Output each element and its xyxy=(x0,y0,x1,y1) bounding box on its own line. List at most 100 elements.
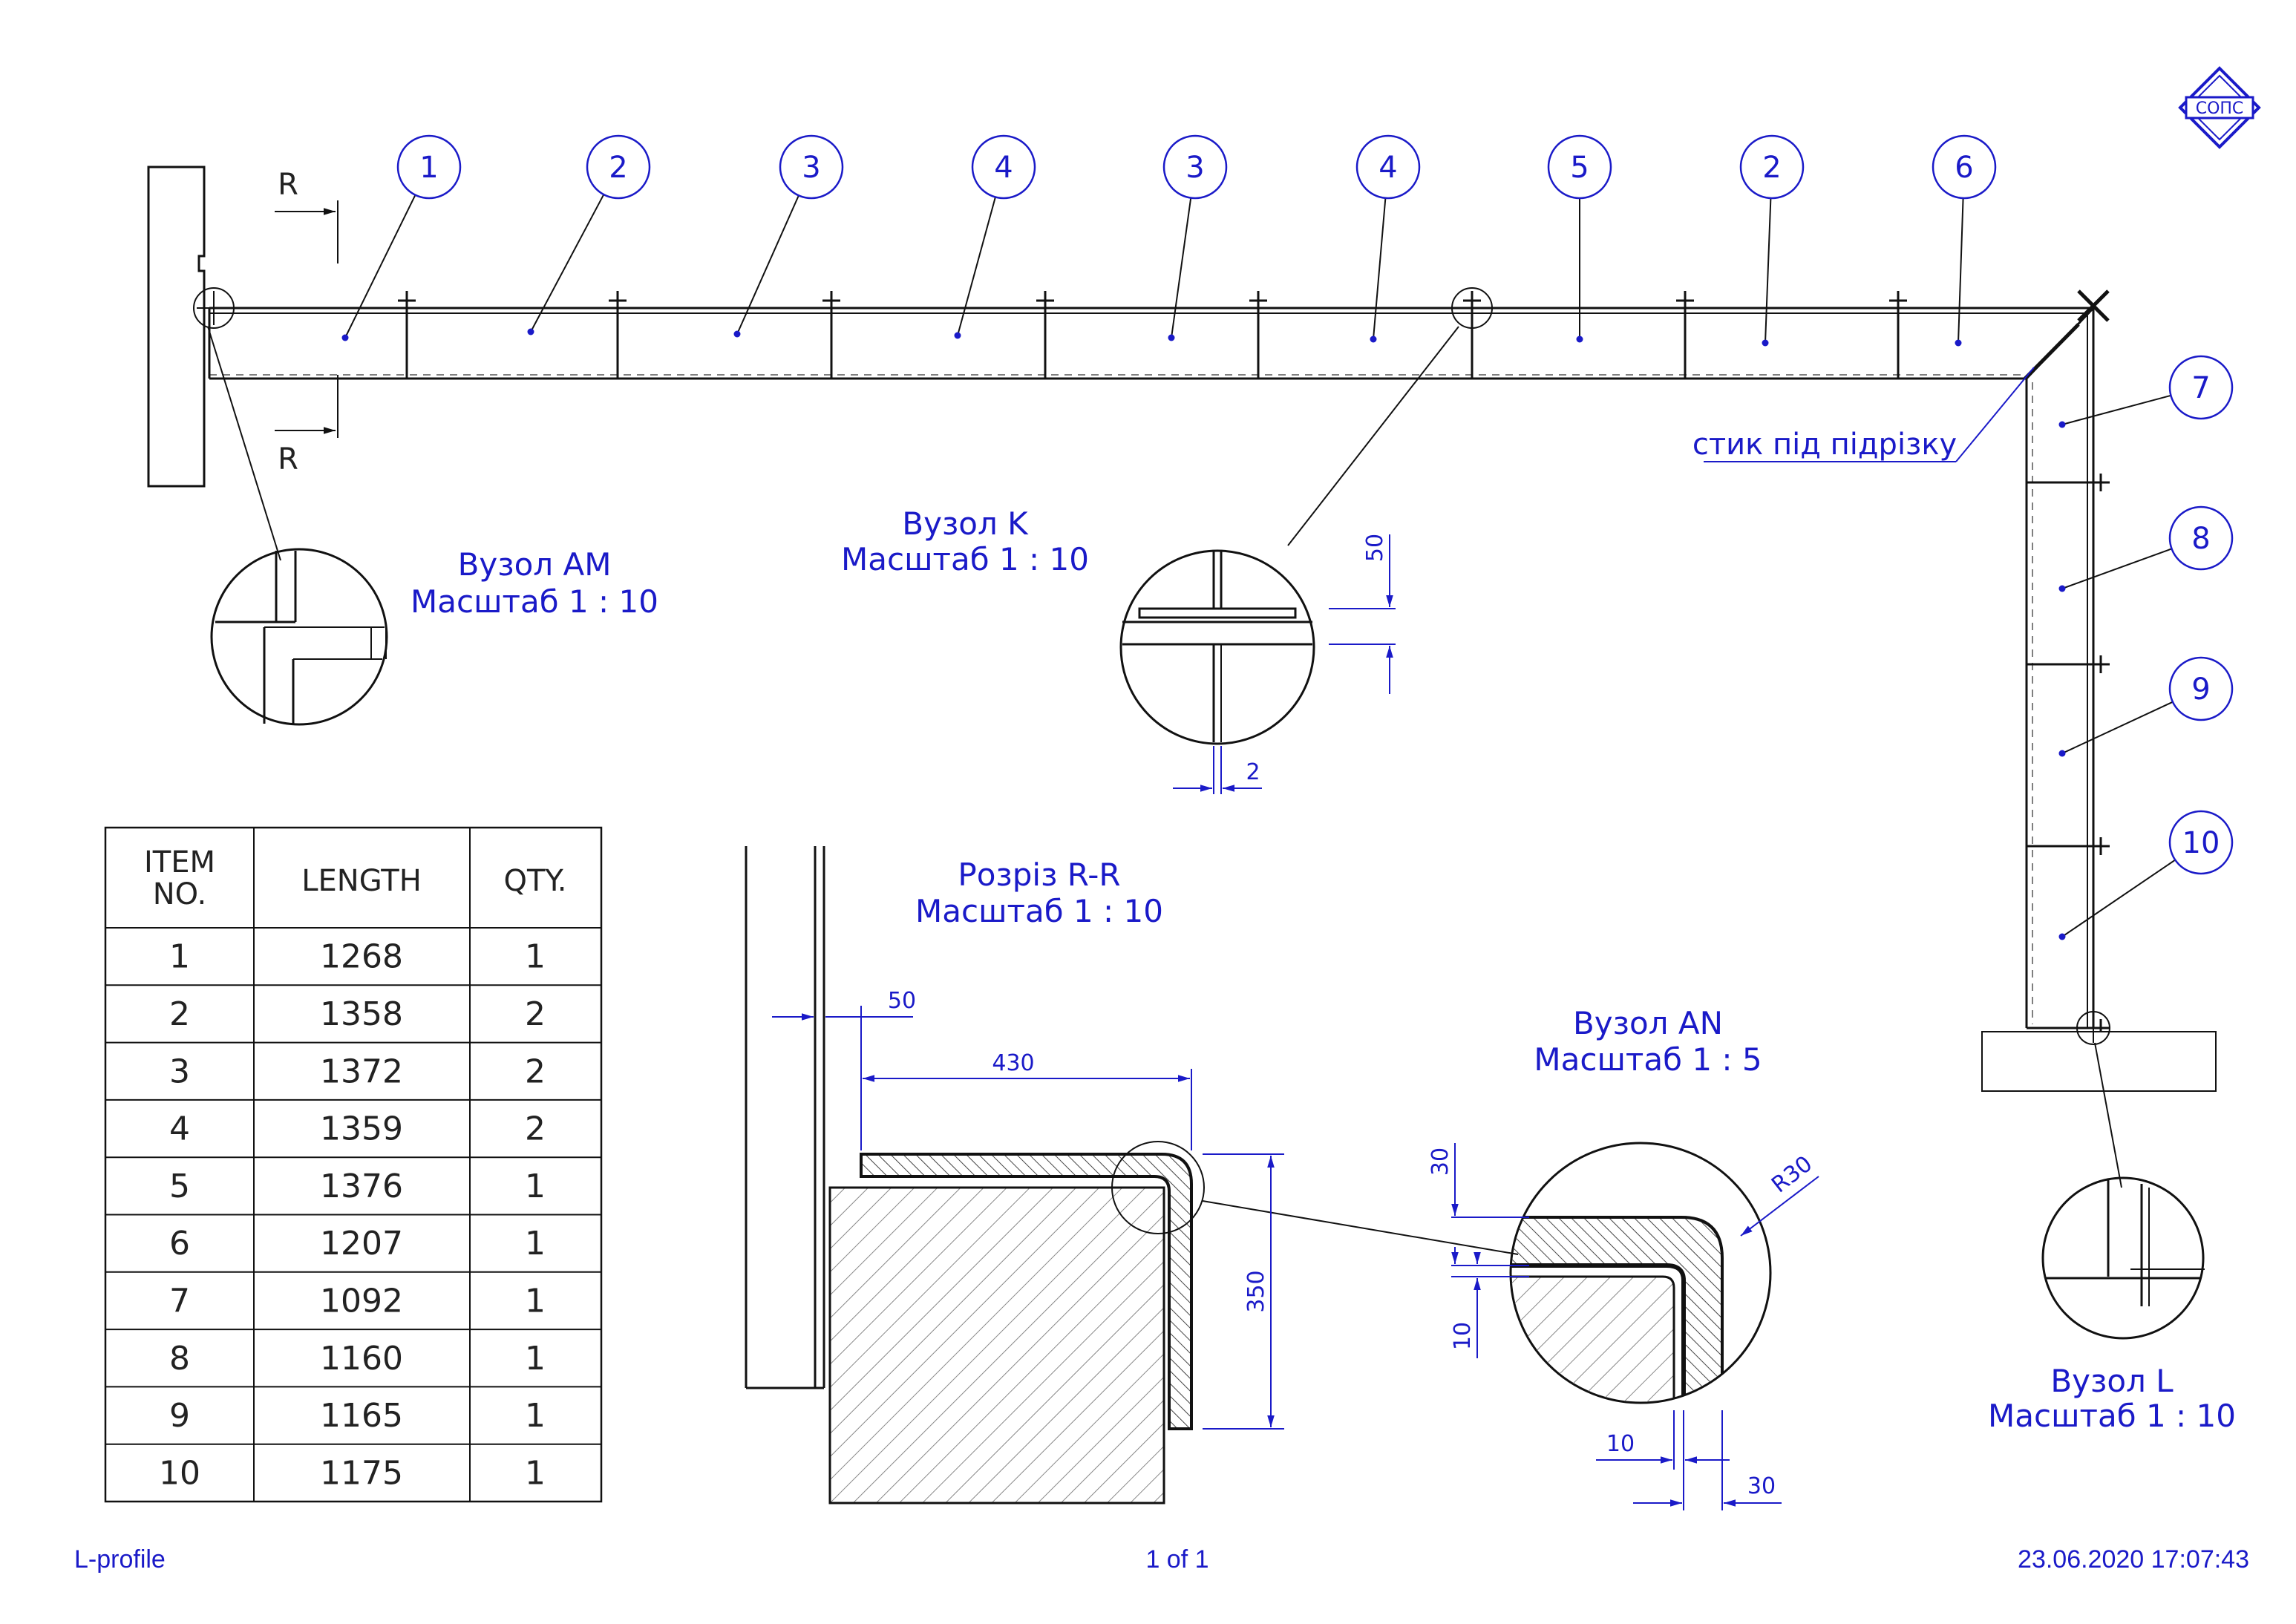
bom-cell-qty: 1 xyxy=(525,1282,546,1320)
bom-cell-item: 2 xyxy=(169,995,190,1033)
bom-cell-length: 1160 xyxy=(320,1340,403,1378)
bom-cell-length: 1268 xyxy=(320,938,403,976)
left-wall xyxy=(147,166,206,488)
detail-an: 30 10 R30 10 30 xyxy=(1427,1142,1819,1510)
bom-row: 3 1372 2 xyxy=(169,1052,546,1090)
item-balloon-label: 3 xyxy=(1185,151,1204,185)
section-label-bottom: R xyxy=(278,442,298,477)
balloon-leader-line xyxy=(1958,197,1964,344)
detail-am-scale: Масштаб 1 : 10 xyxy=(411,583,658,620)
balloon-leader-dot xyxy=(1576,335,1583,343)
item-balloon: 8 xyxy=(2168,505,2234,571)
balloon-leader-line xyxy=(344,194,416,338)
item-balloon: 3 xyxy=(1162,134,1228,200)
bom-cell-item: 10 xyxy=(159,1454,200,1492)
balloon-leader-dot xyxy=(2058,933,2066,940)
item-balloon: 6 xyxy=(1932,134,1997,200)
detail-l-scale: Масштаб 1 : 10 xyxy=(1988,1398,2236,1434)
item-balloon-label: 10 xyxy=(2182,826,2220,860)
detail-k-dim-gap: 2 xyxy=(1246,759,1260,785)
footer: L-profile 1 of 1 23.06.2020 17:07:43 xyxy=(74,1545,2249,1574)
item-balloon: 4 xyxy=(971,134,1036,200)
balloon-leader-dot xyxy=(1168,334,1175,341)
joint-note: стик під підрізку xyxy=(1692,367,2035,462)
bom-header-qty: QTY. xyxy=(504,864,567,898)
balloon-leader-dot xyxy=(2058,421,2066,428)
detail-l-title: Вузол L xyxy=(2050,1363,2174,1399)
bom-row: 5 1376 1 xyxy=(169,1168,546,1205)
detail-l xyxy=(2041,1176,2205,1340)
bom-cell-length: 1359 xyxy=(320,1110,403,1148)
bom-cell-item: 5 xyxy=(169,1168,190,1205)
horizontal-profile xyxy=(208,289,2110,380)
item-balloon-label: 6 xyxy=(1955,151,1973,185)
bom-cell-qty: 1 xyxy=(525,938,546,976)
item-balloon: 1 xyxy=(396,134,462,200)
bom-cell-item: 7 xyxy=(169,1282,190,1320)
item-balloon-label: 3 xyxy=(802,151,820,185)
section-rr-title: Розріз R-R xyxy=(958,857,1120,893)
balloon-leader-dot xyxy=(2058,750,2066,757)
item-balloon: 9 xyxy=(2168,656,2234,721)
rr-dim-height: 350 xyxy=(1243,1270,1269,1312)
balloon-leader-line xyxy=(1171,197,1192,338)
bom-cell-length: 1165 xyxy=(320,1397,403,1435)
bom-cell-length: 1372 xyxy=(320,1052,403,1090)
footer-page-number: 1 of 1 xyxy=(1145,1545,1208,1574)
item-balloon: 5 xyxy=(1547,134,1612,200)
item-balloon-label: 8 xyxy=(2191,522,2210,556)
item-balloon: 10 xyxy=(2168,810,2234,875)
detail-am xyxy=(210,548,388,726)
bom-cell-qty: 2 xyxy=(525,1110,546,1148)
balloon-leader-dot xyxy=(341,334,349,341)
detail-l-caption: Вузол L Масштаб 1 : 10 xyxy=(1988,1363,2236,1434)
balloon-leader-line xyxy=(2061,548,2172,589)
balloon-leader-dot xyxy=(1762,339,1769,347)
bom-cell-item: 9 xyxy=(169,1397,190,1435)
vertical-profile xyxy=(2025,308,2110,1037)
detail-callouts xyxy=(193,287,2122,1188)
an-dim-30-horizontal: 30 xyxy=(1747,1473,1776,1499)
balloon-leader-dot xyxy=(2058,585,2066,592)
balloon-leader-dot xyxy=(527,328,534,335)
item-balloon-label: 4 xyxy=(994,151,1013,185)
bom-row: 9 1165 1 xyxy=(169,1397,546,1435)
bom-cell-length: 1175 xyxy=(320,1454,403,1492)
detail-k: 50 2 xyxy=(1119,534,1396,794)
bom-cell-qty: 1 xyxy=(525,1168,546,1205)
an-dim-10-horizontal: 10 xyxy=(1606,1431,1635,1457)
detail-an-title: Вузол AN xyxy=(1573,1005,1723,1041)
item-balloon: 4 xyxy=(1355,134,1421,200)
item-balloon: 2 xyxy=(586,134,651,200)
balloon-leader-line xyxy=(736,194,799,335)
an-dim-10-vertical: 10 xyxy=(1450,1322,1476,1350)
balloon-leader-line xyxy=(2061,394,2171,425)
bom-cell-qty: 2 xyxy=(525,1052,546,1090)
balloon-leader-line xyxy=(2061,859,2176,937)
bom-cell-qty: 1 xyxy=(525,1397,546,1435)
an-dim-radius: R30 xyxy=(1767,1151,1817,1199)
bom-cell-item: 1 xyxy=(169,938,190,976)
balloon-leader-line xyxy=(1373,197,1387,340)
section-label-top: R xyxy=(278,168,298,202)
bom-row: 1 1268 1 xyxy=(169,938,546,976)
detail-k-caption: Вузол K Масштаб 1 : 10 xyxy=(841,505,1089,577)
bom-cell-item: 6 xyxy=(169,1225,190,1263)
bom-cell-length: 1092 xyxy=(320,1282,403,1320)
bom-header-item-1: ITEM xyxy=(144,845,215,880)
item-balloon-label: 2 xyxy=(609,151,627,185)
detail-an-caption: Вузол AN Масштаб 1 : 5 xyxy=(1534,1005,1762,1078)
section-marker-top: R xyxy=(275,168,338,263)
company-logo: COПC xyxy=(2178,66,2261,149)
bom-cell-item: 3 xyxy=(169,1052,190,1090)
bom-cell-length: 1376 xyxy=(320,1168,403,1205)
bom-cell-item: 8 xyxy=(169,1340,190,1378)
item-balloon: 2 xyxy=(1739,134,1805,200)
bom-cell-qty: 1 xyxy=(525,1225,546,1263)
